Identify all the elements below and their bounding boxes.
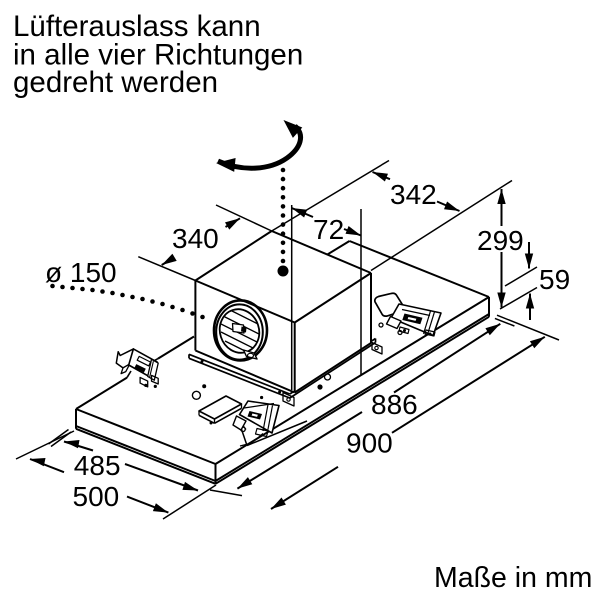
svg-text:500: 500	[73, 481, 120, 512]
svg-text:886: 886	[371, 389, 418, 420]
svg-text:342: 342	[390, 179, 437, 210]
svg-text:ø 150: ø 150	[45, 257, 117, 288]
svg-text:in alle vier Richtungen: in alle vier Richtungen	[13, 39, 303, 72]
svg-text:Lüfterauslass kann: Lüfterauslass kann	[13, 10, 261, 43]
svg-text:485: 485	[74, 450, 121, 481]
svg-text:900: 900	[346, 428, 393, 459]
svg-text:gedreht werden: gedreht werden	[13, 66, 218, 99]
svg-text:299: 299	[477, 225, 524, 256]
svg-text:72: 72	[313, 214, 344, 245]
svg-text:Maße in mm: Maße in mm	[434, 562, 592, 594]
svg-text:340: 340	[172, 223, 219, 254]
svg-text:59: 59	[539, 264, 570, 295]
